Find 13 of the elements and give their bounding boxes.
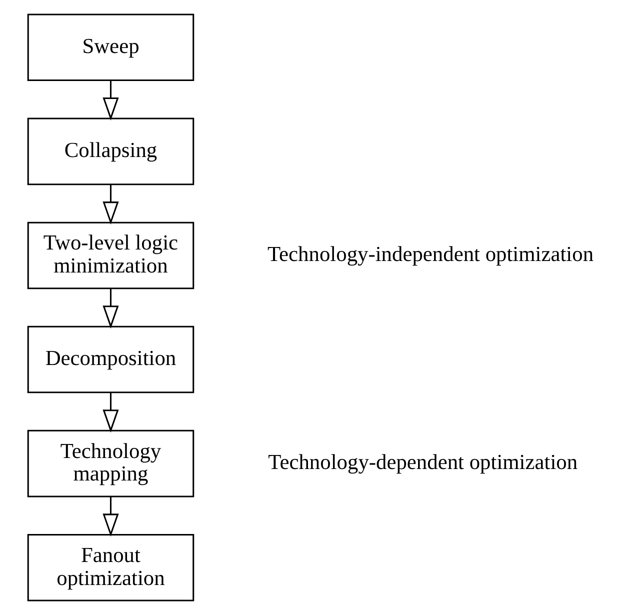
label: Technology-independent optimization xyxy=(267,242,594,266)
node-box: Decomposition xyxy=(27,326,194,394)
label: Technology-dependent optimization xyxy=(268,450,578,474)
arrow xyxy=(102,496,119,537)
node-box: Two-level logic minimization xyxy=(27,222,194,290)
arrow xyxy=(102,80,119,120)
node-box: Fanout optimization xyxy=(27,534,194,602)
arrow xyxy=(102,184,119,225)
arrow xyxy=(102,392,119,433)
node-box: Collapsing xyxy=(27,118,194,186)
node-box: Technology mapping xyxy=(27,430,194,498)
node-box: Sweep xyxy=(27,14,194,82)
arrow xyxy=(102,288,119,329)
